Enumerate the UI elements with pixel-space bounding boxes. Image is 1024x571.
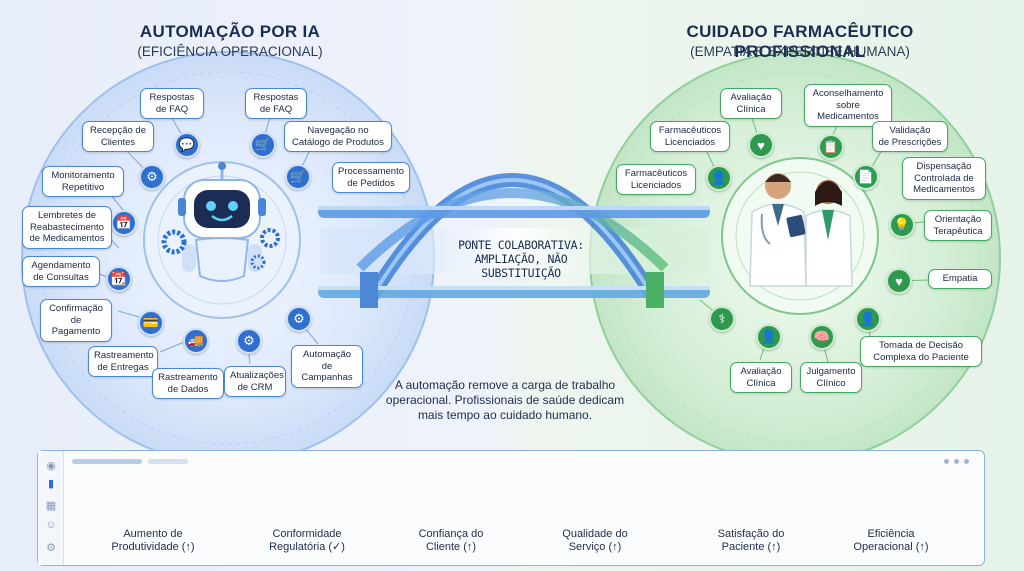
- task-crm: Atualizações de CRM: [224, 366, 286, 397]
- cart-checkout-icon: 🛒: [285, 164, 311, 190]
- metric-label: Confiança do Cliente (↑): [418, 528, 484, 553]
- doctor-icon: 👤: [756, 324, 782, 350]
- metric-productivity: Aumento de Produtividade (↑): [78, 528, 228, 554]
- task-faq-1: Respostas de FAQ: [140, 88, 204, 119]
- sync-gear-icon: ⚙: [236, 328, 262, 354]
- calendar-reminder-icon: 📅: [111, 210, 137, 236]
- task-delivery: Rastreamento de Entregas: [88, 346, 158, 377]
- task-judgment: Julgamento Clínico: [800, 362, 862, 393]
- lightbulb-icon: 💡: [889, 212, 915, 238]
- panel-topbar: [72, 459, 142, 464]
- window-dot-1[interactable]: [944, 459, 949, 464]
- task-reception: Recepção de Clientes: [82, 121, 154, 152]
- metric-label: Qualidade do Serviço (↑): [562, 528, 628, 553]
- robot-icon: [161, 162, 280, 282]
- task-empathy: Empatia: [928, 269, 992, 289]
- task-orders: Processamento de Pedidos: [332, 162, 410, 193]
- panel-topbar-2: [148, 459, 188, 464]
- left-title: AUTOMAÇÃO POR IA: [139, 22, 321, 41]
- task-guidance: Orientação Terapêutica: [924, 210, 992, 241]
- metric-customer-trust: Confiança do Cliente (↑): [376, 528, 526, 554]
- task-campaigns: Automação de Campanhas: [291, 345, 363, 388]
- heart-icon: ♥: [886, 268, 912, 294]
- metric-patient-satisfaction: Satisfação do Paciente (↑): [676, 528, 826, 554]
- gear-icon: ⚙: [139, 164, 165, 190]
- caption-text: A automação remove a carga de trabalho o…: [385, 378, 625, 422]
- left-subtitle: (EFICIÊNCIA OPERACIONAL): [137, 44, 323, 59]
- collaborative-bridge: [318, 173, 710, 308]
- bridge-label: PONTE COLABORATIVA: AMPLIAÇÃO, NÃO SUBST…: [458, 238, 584, 280]
- window-dot-3[interactable]: [964, 459, 969, 464]
- globe-icon[interactable]: ◉: [46, 460, 56, 472]
- shopping-cart-icon: 🛒: [250, 132, 276, 158]
- task-dispensing: Dispensação Controlada de Medicamentos: [902, 157, 986, 200]
- wallet-icon: 💳: [138, 310, 164, 336]
- task-decision: Tomada de Decisão Complexa do Paciente: [860, 336, 982, 367]
- task-monitoring: Monitoramento Repetitivo: [42, 166, 124, 197]
- task-catalog: Navegação no Catálogo de Produtos: [284, 121, 392, 152]
- pharmacists-illustration: [749, 173, 853, 287]
- bar-icon[interactable]: ▮: [47, 478, 55, 490]
- settings-icon[interactable]: ⚙: [46, 542, 56, 554]
- delivery-truck-icon: 🚚: [183, 328, 209, 354]
- faq-chat-icon: 💬: [174, 132, 200, 158]
- task-clinical-eval-1: Avaliação Clínica: [720, 88, 782, 119]
- task-appointments: Agendamento de Consultas: [22, 256, 100, 287]
- task-data-tracking: Rastreamento de Dados: [152, 368, 224, 399]
- clinical-eval-icon: ♥: [748, 132, 774, 158]
- metrics-panel: ◉ ▮ ▦ ☺ ⚙: [37, 450, 985, 566]
- task-payment: Confirmação de Pagamento: [40, 299, 112, 342]
- task-refill-reminders: Lembretes de Reabastecimento de Medicame…: [22, 206, 112, 249]
- task-clinical-eval-2: Avaliação Clínica: [730, 362, 792, 393]
- decision-icon: 👤: [855, 306, 881, 332]
- metric-operational-efficiency: Eficiência Operacional (↑): [816, 528, 966, 554]
- task-counseling: Aconselhamento sobre Medicamentos: [804, 84, 892, 127]
- brain-icon: 🧠: [809, 324, 835, 350]
- medication-doc-icon: 📋: [818, 134, 844, 160]
- metric-label: Aumento de Produtividade (↑): [111, 528, 195, 553]
- task-licensed-2: Farmacêuticos Licenciados: [616, 164, 696, 195]
- prescription-icon: 📄: [853, 164, 879, 190]
- grid-icon[interactable]: ▦: [45, 500, 57, 512]
- metric-compliance: Conformidade Regulatória (✓): [232, 528, 382, 554]
- pharmacist-icon: 👤: [706, 165, 732, 191]
- task-licensed-1: Farmacêuticos Licenciados: [650, 121, 730, 152]
- face-icon[interactable]: ☺: [45, 519, 57, 531]
- right-title: CUIDADO FARMACÊUTICO PROFISSIONAL: [686, 22, 914, 61]
- task-prescriptions: Validação de Prescrições: [872, 121, 948, 152]
- metric-label: Satisfação do Paciente (↑): [717, 528, 785, 553]
- task-faq-2: Respostas de FAQ: [245, 88, 307, 119]
- calendar-icon: 📆: [106, 266, 132, 292]
- metric-label: Eficiência Operacional (↑): [853, 528, 929, 553]
- right-subtitle: (EMPATIA E EXPERTISE HUMANA): [690, 44, 910, 59]
- metric-service-quality: Qualidade do Serviço (↑): [520, 528, 670, 554]
- window-dot-2[interactable]: [954, 459, 959, 464]
- metric-label: Conformidade Regulatória (✓): [269, 528, 345, 553]
- panel-sidebar: ◉ ▮ ▦ ☺ ⚙: [38, 451, 64, 565]
- campaign-gear-icon: ⚙: [286, 306, 312, 332]
- caduceus-icon: ⚕: [709, 306, 735, 332]
